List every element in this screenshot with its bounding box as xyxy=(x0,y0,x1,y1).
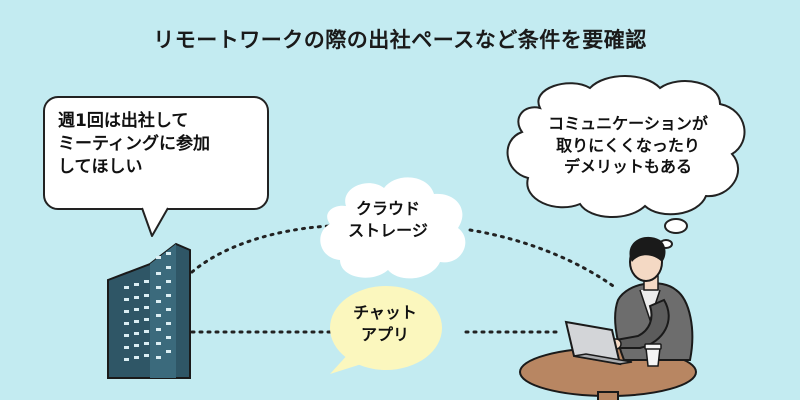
chat-app-label: チャット アプリ xyxy=(353,303,417,344)
cup-icon xyxy=(644,343,662,367)
upper-connection-line xyxy=(190,224,332,274)
office-speech-bubble xyxy=(43,96,269,237)
thought-bubble xyxy=(506,75,746,249)
office-building-icon xyxy=(107,242,191,379)
chat-bubble-icon xyxy=(330,286,442,374)
diagram-title: リモートワークの際の出社ペースなど条件を要確認 xyxy=(153,28,647,52)
office-request-text: 週1回は出社して ミーティングに参加 してほしい xyxy=(58,111,210,177)
worker-thought-text: コミュニケーションが 取りにくくなったり デメリットもある xyxy=(548,114,708,177)
cloud-storage-icon xyxy=(320,177,466,279)
laptop-icon xyxy=(564,320,633,366)
cloud-storage-label: クラウド ストレージ xyxy=(348,199,428,240)
remote-worker-icon xyxy=(610,236,694,361)
upper-connection-line-right xyxy=(468,228,618,290)
